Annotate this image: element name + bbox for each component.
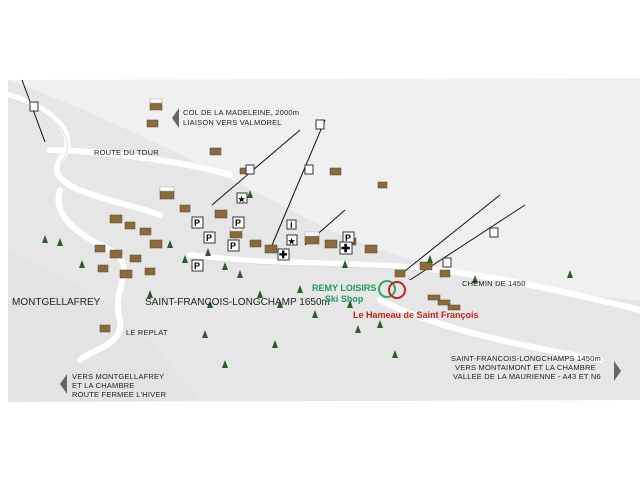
ski-shop-sub: Ski Shop xyxy=(324,294,364,304)
montgellafrey-label: MONTGELLAFREY xyxy=(12,297,101,308)
svg-text:P: P xyxy=(235,218,241,228)
svg-text:P: P xyxy=(345,233,351,243)
svg-text:✚: ✚ xyxy=(279,250,288,261)
map-markers: P P P P P P i ★ ★ ✚ ✚ xyxy=(29,101,499,272)
arrow-left-icon xyxy=(60,374,67,394)
le-replat-label: LE REPLAT xyxy=(126,328,168,337)
ski-shop-marker xyxy=(378,280,396,298)
vers-right-line2: VERS MONTAIMONT ET LA CHAMBRE xyxy=(455,363,596,372)
trees xyxy=(42,190,573,368)
saint-francois-label: SAINT-FRANCOIS-LONGCHAMP 1650m xyxy=(145,297,330,308)
chemin-label: CHEMIN DE 1450 xyxy=(462,279,526,288)
vers-right-line3: VALLEE DE LA MAURIENNE - A43 ET N6 xyxy=(453,372,601,381)
arrow-right-icon xyxy=(614,361,621,381)
vers-left-line1: VERS MONTGELLAFREY xyxy=(72,372,165,381)
hotel-marker xyxy=(388,281,406,299)
ski-shop-name: REMY LOISIRS xyxy=(312,283,377,293)
svg-text:i: i xyxy=(290,220,293,230)
svg-text:P: P xyxy=(206,233,212,243)
svg-text:✚: ✚ xyxy=(341,243,350,255)
col-label: COL DE LA MADELEINE, 2000m xyxy=(183,108,300,117)
liaison-label: LIAISON VERS VALMOREL xyxy=(183,118,282,127)
route-tour-label: ROUTE DU TOUR xyxy=(94,148,159,157)
svg-text:P: P xyxy=(194,261,200,271)
vers-left-line2: ET LA CHAMBRE xyxy=(72,381,135,390)
arrow-left-icon xyxy=(172,108,179,128)
svg-text:★: ★ xyxy=(288,237,296,246)
svg-text:P: P xyxy=(230,241,236,251)
ski-shop-label[interactable]: REMY LOISIRS Ski Shop xyxy=(312,283,376,305)
svg-text:P: P xyxy=(194,218,200,228)
vers-right-line1: SAINT-FRANCOIS-LONGCHAMPS 1450m xyxy=(451,354,601,363)
chalets xyxy=(94,101,461,333)
vers-left-line3: ROUTE FERMEE L'HIVER xyxy=(72,390,167,399)
hameau-label[interactable]: Le Hameau de Saint François xyxy=(353,310,479,320)
svg-text:★: ★ xyxy=(238,195,246,204)
